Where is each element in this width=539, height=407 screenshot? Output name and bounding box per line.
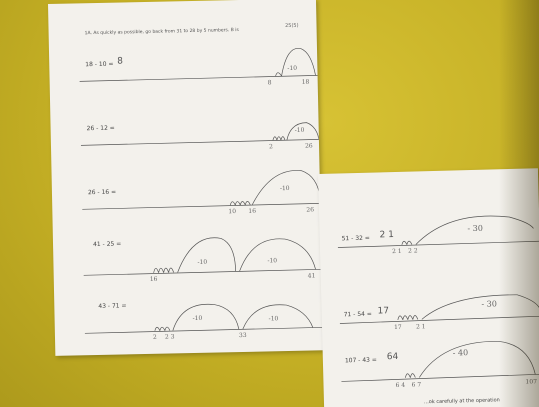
b-p3-label-b: 6 7 — [411, 381, 422, 389]
p3-label-d: 26 — [306, 206, 315, 214]
worksheet-right: 51 - 32 = 2 1 2 1 2 2 - 30 71 - 54 = 17 … — [318, 168, 539, 407]
b-p2-label-a: 17 — [393, 323, 402, 332]
b-problem-2-answer: 17 — [377, 306, 390, 317]
p5-label-b: 2 3 — [164, 333, 175, 341]
p5-label-d: 33 — [238, 331, 247, 340]
problem-4-equation: 41 - 25 = — [92, 240, 122, 249]
problem-1-answer: 8 — [117, 56, 124, 67]
p2-label-a: 2 — [268, 143, 273, 151]
b-p1-label-b: 2 2 — [407, 247, 418, 255]
b-p1-label-c: - 30 — [467, 223, 484, 234]
p5-label-e: -10 — [268, 315, 279, 323]
p3-label-b: 16 — [248, 207, 257, 215]
b-problem-1-answer: 2 1 — [379, 230, 395, 241]
p4-label-d: 41 — [307, 272, 316, 280]
p4-label-b: -10 — [197, 258, 208, 266]
p5-label-a: 2 — [152, 333, 157, 341]
problem-3-equation: 26 - 16 = — [87, 188, 117, 197]
b-p3-label-a: 6 4 — [395, 381, 406, 390]
p1-label-c: 18 — [301, 78, 310, 86]
b-problem-2-equation: 71 - 54 = — [343, 310, 372, 319]
p5-label-c: -10 — [192, 314, 203, 323]
p2-label-b: -10 — [294, 126, 305, 134]
p4-label-a: 16 — [149, 275, 158, 283]
b-p1-label-a: 2 1 — [391, 247, 402, 256]
problem-5-equation: 43 - 71 = — [98, 302, 127, 311]
b-p2-label-c: - 30 — [481, 299, 498, 309]
shadow-edge — [499, 0, 539, 407]
number-lines-left — [79, 47, 323, 334]
b-p3-label-c: - 40 — [452, 348, 469, 358]
problem-2-equation: 26 - 12 = — [86, 124, 115, 133]
b-problem-3-answer: 64 — [386, 351, 399, 363]
b-problem-3-equation: 107 - 43 = — [344, 356, 377, 365]
b-p2-label-b: 2 1 — [415, 323, 426, 331]
number-lines-right — [337, 215, 539, 382]
p1-label-b: -10 — [287, 64, 298, 72]
p3-label-a: 10 — [228, 208, 237, 216]
problem-1-equation: 18 - 10 = — [85, 60, 114, 69]
b-problem-1-equation: 51 - 32 = — [341, 234, 370, 243]
p3-label-c: -10 — [279, 184, 290, 193]
worksheet-left: 1A. As quickly as possible, go back from… — [48, 0, 324, 356]
p2-label-c: 26 — [304, 142, 313, 150]
p1-label-a: 8 — [267, 79, 272, 87]
p4-label-c: -10 — [267, 257, 278, 265]
